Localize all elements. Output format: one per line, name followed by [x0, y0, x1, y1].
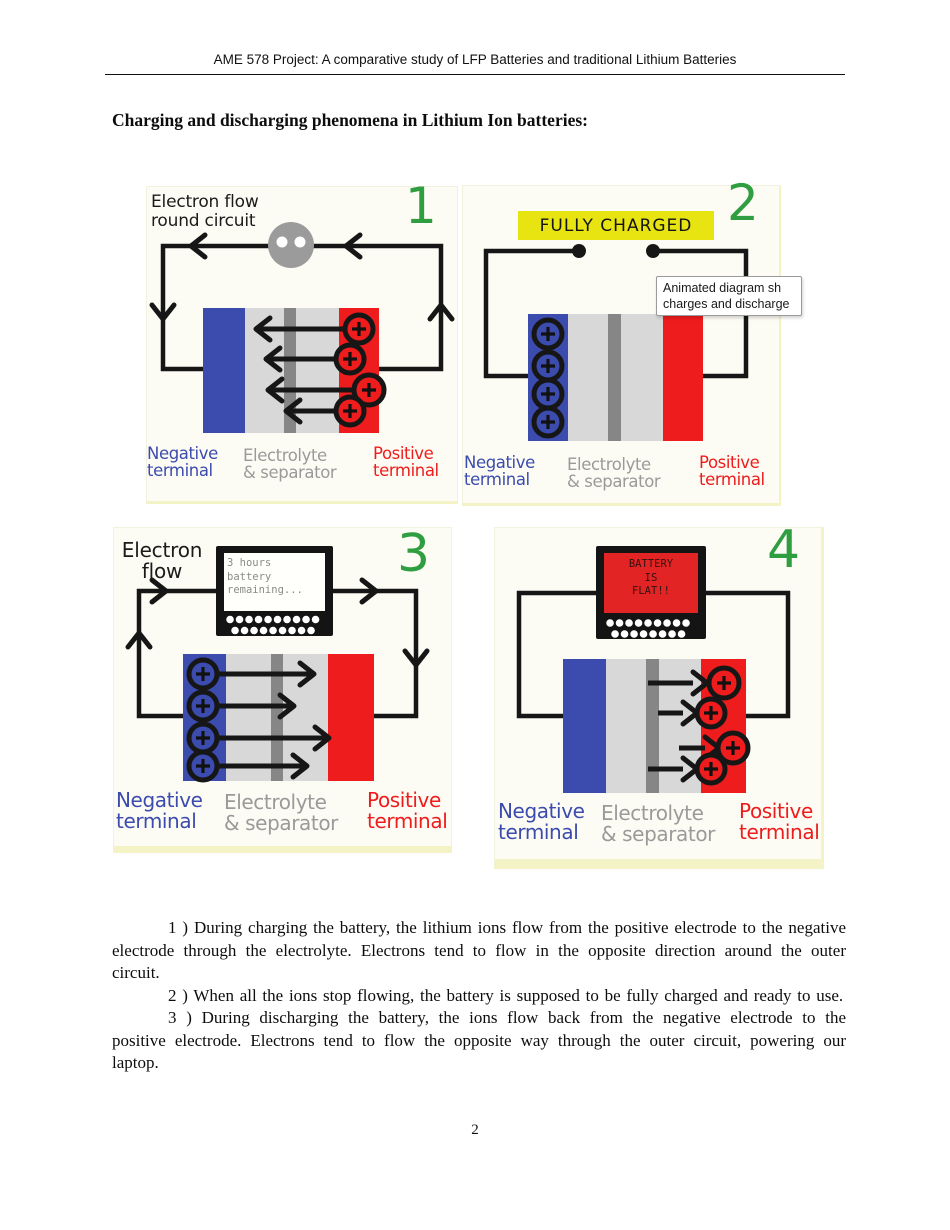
positive-terminal-label: Positive terminal [367, 788, 448, 833]
diagram-4-graphic [516, 546, 791, 793]
laptop-icon [596, 546, 706, 639]
diagram-3-number: 3 [397, 524, 431, 584]
laptop-icon [216, 546, 333, 636]
diagram-1-title: Electron flow round circuit [151, 192, 259, 231]
diagram-panel-4: 4 BATTERY IS FLAT!! Negative terminal El… [494, 520, 824, 869]
body-text: 1 ) During charging the battery, the lit… [112, 917, 846, 1075]
ion-flow-right [186, 657, 332, 783]
ions-at-negative [531, 317, 565, 439]
tooltip: Animated diagram sh charges and discharg… [656, 276, 802, 316]
page-number: 2 [471, 1122, 479, 1138]
negative-terminal-label: Negative terminal [116, 788, 203, 833]
negative-terminal-label: Negative terminal [464, 453, 535, 489]
diagram-panel-1: Electron flow round circuit 1 Negative t… [146, 177, 458, 504]
negative-terminal-label: Negative terminal [147, 444, 218, 480]
header-rule [105, 74, 845, 75]
diagram-2-graphic [483, 244, 749, 441]
diagram-panel-3: Electron flow 3 3 hours battery remainin… [113, 524, 452, 853]
diagram-1-number: 1 [405, 177, 437, 235]
positive-terminal-label: Positive terminal [699, 453, 765, 489]
ions-at-positive [648, 665, 751, 786]
positive-terminal-label: Positive terminal [373, 444, 439, 480]
positive-terminal-label: Positive terminal [739, 799, 820, 844]
ion-flow-left [253, 312, 387, 428]
paragraph-2: 2 ) When all the ions stop flowing, the … [168, 985, 844, 1005]
paragraph-1: 1 ) During charging the battery, the lit… [112, 918, 846, 982]
fully-charged-banner: FULLY CHARGED [518, 211, 714, 240]
electrolyte-separator-label: Electrolyte & separator [224, 790, 339, 835]
paragraph-3: 3 ) During discharging the battery, the … [112, 1008, 846, 1072]
diagram-4-number: 4 [767, 520, 801, 580]
laptop-screen-text: BATTERY IS FLAT!! [628, 558, 674, 597]
diagram-panel-2: FULLY CHARGED 2 Animated diagram sh char… [462, 174, 802, 506]
page-header: AME 578 Project: A comparative study of … [213, 52, 737, 67]
section-heading: Charging and discharging phenomena in Li… [112, 110, 588, 130]
electrolyte-separator-label: Electrolyte & separator [601, 801, 716, 846]
electrolyte-separator-label: Electrolyte & separator [243, 446, 337, 482]
tooltip-line-1: Animated diagram sh [663, 281, 782, 295]
plug-icon [268, 222, 314, 268]
diagram-3-graphic [125, 546, 430, 783]
electrolyte-separator-label: Electrolyte & separator [567, 455, 661, 491]
diagram-3-title: Electron flow [121, 538, 203, 583]
tooltip-line-2: charges and discharge [663, 297, 790, 311]
laptop-screen-text: 3 hours battery remaining... [227, 557, 303, 596]
diagram-1-graphic [149, 222, 455, 433]
diagram-2-number: 2 [727, 174, 759, 232]
negative-terminal-label: Negative terminal [498, 799, 585, 844]
